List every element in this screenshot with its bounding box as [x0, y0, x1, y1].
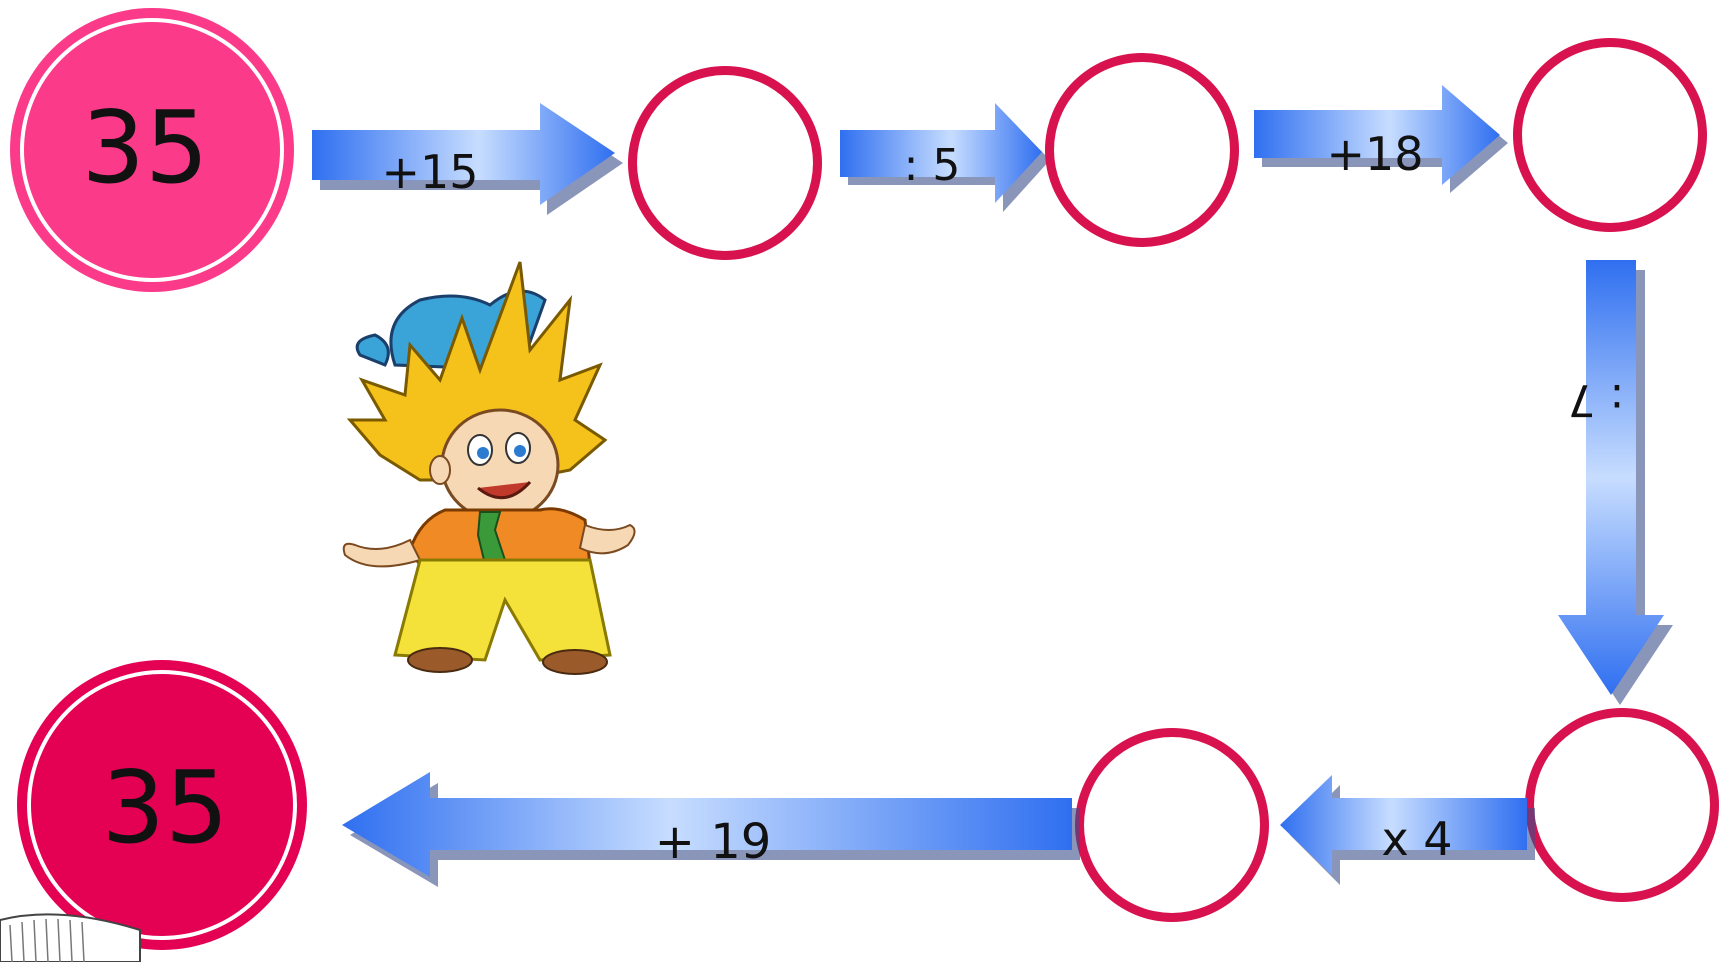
- op5-label: x 4: [1381, 812, 1452, 866]
- blank-circle-5: [1075, 728, 1269, 922]
- page-curl-corner: [0, 913, 141, 962]
- blank-circle-3: [1513, 38, 1707, 232]
- blank-circle-4: [1525, 708, 1719, 902]
- arrow-op6: + 19: [342, 772, 1080, 887]
- end-value: 35: [101, 749, 228, 866]
- op1-label: +15: [381, 145, 478, 199]
- op3-label: +18: [1326, 127, 1423, 181]
- arrow-op3: +18: [1254, 85, 1508, 193]
- op2-label: : 5: [904, 140, 961, 191]
- arrow-op1: +15: [312, 103, 623, 215]
- start-value: 35: [81, 89, 208, 206]
- start-circle: 35: [10, 8, 294, 292]
- blank-circle-2: [1045, 53, 1239, 247]
- op6-label: + 19: [655, 814, 772, 870]
- blank-circle-1: [628, 66, 822, 260]
- cartoon-boy-illustration: [342, 261, 636, 675]
- arrow-op4: : 7: [1558, 260, 1673, 705]
- end-circle: 35: [17, 660, 307, 950]
- op4-label: : 7: [1568, 374, 1625, 425]
- arrow-op5: x 4: [1280, 775, 1535, 885]
- arrow-op2: : 5: [840, 103, 1050, 212]
